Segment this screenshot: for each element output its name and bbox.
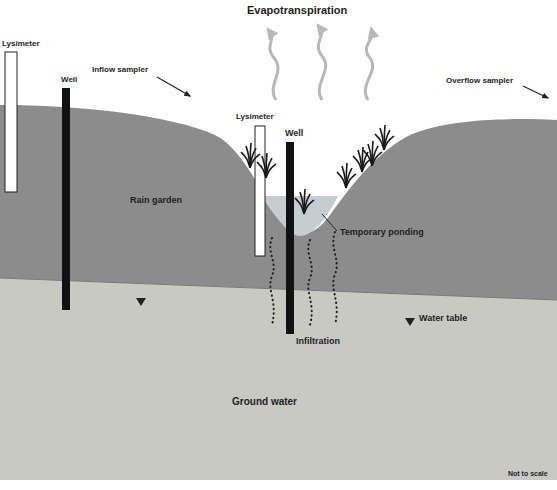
label-text: Ground water <box>232 396 297 407</box>
grass-blade <box>362 158 372 172</box>
grass-blade <box>266 164 276 178</box>
soil-region <box>0 105 557 300</box>
label-text: Overflow sampler <box>446 77 513 86</box>
label-text: Lysimeter <box>236 113 274 122</box>
lysimeter-middle <box>255 126 265 256</box>
label-text: Evapotranspiration <box>247 4 347 16</box>
label-text: Rain garden <box>130 196 182 206</box>
label-text: Well <box>285 129 303 139</box>
evapotranspiration-arrows <box>270 28 373 100</box>
label-text: Water table <box>419 314 467 324</box>
label-text: Not to scale <box>508 470 548 478</box>
infiltration-paths <box>270 232 336 325</box>
label-text: Lysimeter <box>2 40 40 49</box>
ground-water-band <box>0 278 557 480</box>
grass-blade <box>372 152 382 166</box>
ponding-leader <box>322 214 337 231</box>
water-table-symbol <box>136 298 146 306</box>
overflow-arrow <box>523 86 548 98</box>
water-table-line <box>0 278 557 300</box>
inflow-arrow <box>157 77 190 96</box>
well-left <box>62 88 70 310</box>
well-middle <box>286 142 294 334</box>
label-text: Inflow sampler <box>92 66 148 75</box>
lysimeter-left <box>5 52 17 192</box>
grass-blade <box>250 154 260 168</box>
label-text: Well <box>61 76 77 85</box>
temporary-ponding-water <box>262 196 338 236</box>
water-table-symbol <box>405 318 415 326</box>
grass-blade <box>346 174 356 188</box>
grass-blade <box>384 136 394 150</box>
grass-blade <box>304 200 314 214</box>
label-text: Temporary ponding <box>340 228 424 238</box>
label-text: Infiltration <box>296 337 340 347</box>
plants <box>241 125 394 214</box>
